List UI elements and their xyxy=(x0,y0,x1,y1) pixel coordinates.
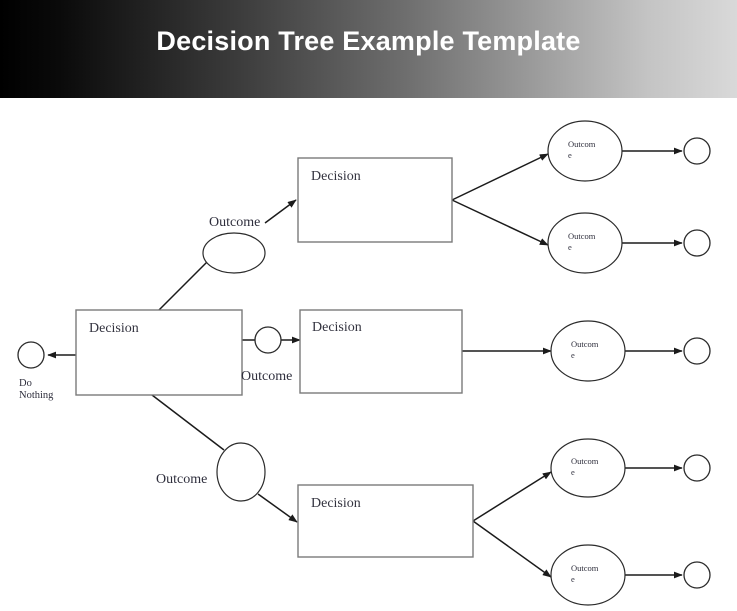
node-outcome-b2[interactable] xyxy=(550,544,626,606)
node-outcome-b2-line2: e xyxy=(571,574,575,584)
edge-bottom-decision-to-outcome-b2 xyxy=(472,520,552,578)
edge-root-to-lower-outcome xyxy=(151,394,225,451)
edge-upper-outcome-to-top-decision xyxy=(264,199,297,224)
node-outcome-b1[interactable] xyxy=(550,438,626,498)
node-outcome-m1-line2: e xyxy=(571,350,575,360)
node-outcome-t2-line2: e xyxy=(568,242,572,252)
node-terminal-t1[interactable] xyxy=(683,137,711,165)
node-bottom-decision-box[interactable] xyxy=(297,484,474,558)
node-mid-decision-box[interactable] xyxy=(299,309,463,394)
edge-root-to-upper-outcome xyxy=(157,255,214,312)
node-branch-down-outcome-label: Outcome xyxy=(156,472,207,487)
node-outcome-b2-line1: Outcom xyxy=(571,563,599,573)
node-terminal-t2[interactable] xyxy=(683,229,711,257)
edge-top-decision-to-outcome-t1 xyxy=(451,153,549,201)
node-terminal-m1[interactable] xyxy=(683,337,711,365)
node-outcome-t1-line2: e xyxy=(568,150,572,160)
node-branch-mid-outcome[interactable] xyxy=(254,326,282,354)
edge-lower-outcome-to-bottom-decision xyxy=(257,493,298,523)
node-outcome-m1-line1: Outcom xyxy=(571,339,599,349)
node-branch-mid-outcome-label: Outcome xyxy=(241,369,292,384)
edge-top-decision-to-outcome-t2 xyxy=(451,199,549,246)
node-outcome-t1-line1: Outcom xyxy=(568,139,596,149)
node-branch-down-outcome[interactable] xyxy=(216,442,266,502)
node-root-decision-box[interactable] xyxy=(75,309,243,396)
node-outcome-t2[interactable] xyxy=(547,212,623,274)
node-root-decision-label: Decision xyxy=(89,321,139,336)
node-bottom-decision-label: Decision xyxy=(311,496,361,511)
node-outcome-m1[interactable] xyxy=(550,320,626,382)
diagram-canvas: Decision Do Nothing Outcome Outcome Outc… xyxy=(0,98,737,611)
page-title: Decision Tree Example Template xyxy=(156,26,581,56)
node-mid-decision-label: Decision xyxy=(312,320,362,335)
node-outcome-t2-line1: Outcom xyxy=(568,231,596,241)
node-top-decision-box[interactable] xyxy=(297,157,453,243)
node-terminal-b2[interactable] xyxy=(683,561,711,589)
node-do-nothing-terminal[interactable] xyxy=(17,341,45,369)
node-outcome-t1[interactable] xyxy=(547,120,623,182)
node-do-nothing-label-line1: Do xyxy=(19,378,32,389)
decision-tree-svg: Decision Do Nothing Outcome Outcome Outc… xyxy=(17,120,711,606)
edge-bottom-decision-to-outcome-b1 xyxy=(472,471,552,522)
node-top-decision-label: Decision xyxy=(311,169,361,184)
header-gradient-band xyxy=(0,0,737,98)
node-do-nothing-label-line2: Nothing xyxy=(19,390,54,401)
node-branch-up-outcome[interactable] xyxy=(202,232,266,274)
node-branch-up-outcome-label: Outcome xyxy=(209,215,260,230)
node-outcome-b1-line2: e xyxy=(571,467,575,477)
node-outcome-b1-line1: Outcom xyxy=(571,456,599,466)
node-terminal-b1[interactable] xyxy=(683,454,711,482)
